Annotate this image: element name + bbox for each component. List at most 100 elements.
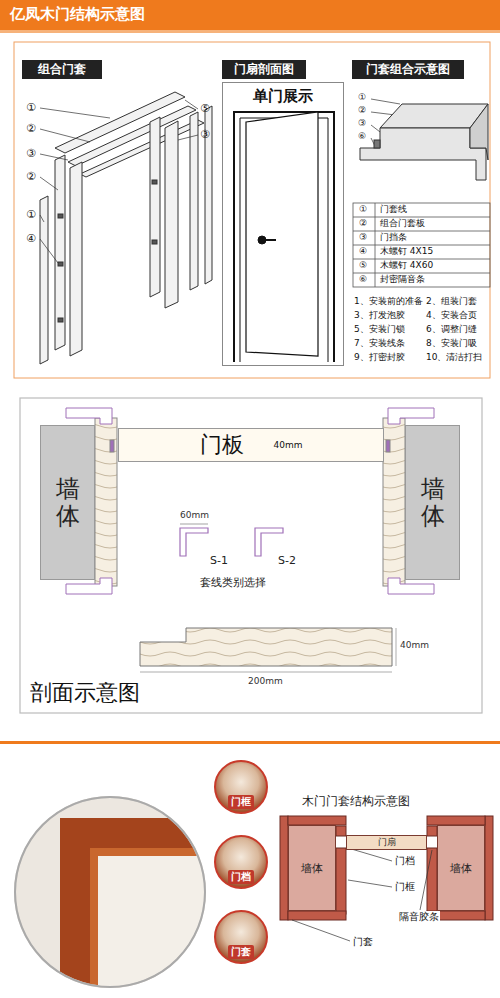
single-door-part (246, 112, 318, 356)
node-text: 门扇剖面图 (234, 61, 294, 78)
door-jamb-section-part (388, 578, 434, 594)
leader-line-part (40, 129, 90, 142)
leader-line (40, 99, 420, 263)
table-cell: ⑥ (359, 274, 367, 285)
part-label: 剖面示意图 (30, 680, 140, 706)
door-leaf: 门扇 (346, 835, 427, 850)
table-cell: 木螺钉 4X60 (380, 260, 433, 271)
node-text: 门框 (228, 795, 254, 809)
callout-number: ② (358, 105, 366, 116)
door-frame-exploded-part (190, 112, 198, 290)
frame-structure-part (288, 911, 346, 920)
node-text: 门档 (228, 870, 254, 884)
door-corner-photo-part (90, 848, 220, 856)
door-frame-exploded (40, 92, 212, 364)
dimension-label: 40mm (400, 640, 429, 651)
frame-structure-part (427, 816, 485, 825)
callout-number: ③ (358, 118, 366, 129)
door-corner-photo-part (15, 797, 205, 987)
door-frame-exploded-part (150, 117, 160, 297)
node-text: 墙体 (301, 861, 323, 876)
door-jamb-section-part (386, 440, 390, 452)
board-section-part (140, 628, 392, 666)
frame-structure-part (485, 816, 493, 920)
node-text: 门板 (200, 430, 244, 460)
frame-assembly-part (374, 140, 380, 148)
step-note: 10、清洁打扫 (426, 352, 482, 363)
frame-assembly-part (360, 128, 486, 180)
door-frame-exploded-part (55, 155, 65, 350)
door-jamb-section-part (388, 408, 434, 424)
door-corner-photo-part (60, 818, 90, 998)
part-label: 门档 (394, 855, 416, 867)
callout-number: ④ (26, 232, 36, 245)
node-text: 单门展示 (253, 87, 313, 106)
dimension-label: S-1 (210, 554, 228, 567)
table-cell: 封密隔音条 (380, 274, 425, 285)
door-frame-exploded-part (152, 240, 157, 244)
parts-table (353, 203, 490, 287)
frame-structure-part (427, 848, 437, 914)
trim-profiles-part (255, 528, 283, 556)
door-frame-exploded-part (58, 214, 63, 218)
page-title: 亿凤木门结构示意图 (10, 5, 145, 24)
leader-line-part (40, 215, 44, 222)
frame-structure-part (336, 826, 346, 836)
step-note: 4、安装合页 (426, 310, 477, 321)
door-frame-exploded-part (40, 196, 48, 364)
step-note: 3、打发泡胶 (354, 310, 405, 321)
node-text: 40mm (274, 440, 303, 450)
leader-line-part (348, 880, 392, 887)
step-note: 8、安装门吸 (426, 338, 477, 349)
door-jamb-section-part (66, 578, 112, 594)
wall-block: 墙体 (437, 825, 485, 911)
frame-structure-part (280, 816, 288, 920)
table-cell: 木螺钉 4X15 (380, 246, 433, 257)
trim-profiles (180, 524, 283, 556)
frame-structure-part (336, 848, 346, 914)
leader-line-part (40, 154, 68, 160)
step-note: 2、组装门套 (426, 296, 477, 307)
callout-number: ③ (26, 147, 36, 160)
dimension-label: 套线类别选择 (200, 576, 266, 589)
door-frame-exploded-part (58, 262, 63, 266)
callout-number: ② (26, 170, 36, 183)
node-text: 门套组合示意图 (366, 61, 450, 78)
wall-block: 墙体 (405, 425, 460, 580)
detail-circle: 门框 (214, 760, 268, 814)
header-bar-part (0, 0, 500, 30)
bottom-divider (0, 741, 500, 744)
frame-assembly-part (470, 104, 488, 160)
door-jamb-section-part (383, 418, 405, 586)
step-note: 7、安装线条 (354, 338, 405, 349)
detail-circle: 门档 (214, 835, 268, 889)
step-note: 9、打密封胶 (354, 352, 405, 363)
step-note: 6、调整门缝 (426, 324, 477, 335)
wall-block: 墙体 (40, 425, 95, 580)
callout-number: ① (26, 101, 36, 114)
parts-table-part (353, 273, 490, 274)
frame-structure-part (427, 826, 437, 836)
table-cell: ② (359, 218, 367, 229)
part-label: 隔音胶条 (398, 911, 440, 923)
section-tab: 门扇剖面图 (222, 60, 306, 79)
table-cell: ④ (359, 246, 367, 257)
step-note: 5、安装门锁 (354, 324, 405, 335)
table-cell: 门套线 (380, 204, 407, 215)
door-jamb-section-part (110, 440, 114, 452)
parts-table-part (353, 245, 490, 246)
wall-block: 墙体 (288, 825, 336, 911)
leader-line-part (40, 239, 58, 263)
callout-number: ② (26, 122, 36, 135)
frame-assembly-part (380, 104, 488, 128)
header-bar-part (0, 30, 500, 33)
door-frame-exploded-part (152, 180, 157, 184)
leader-line-part (40, 108, 110, 118)
callout-number: ① (358, 92, 366, 103)
detail-circle: 门套 (214, 910, 268, 964)
board-section-part (396, 628, 397, 666)
step-note: 1、安装前的准备 (354, 296, 423, 307)
door-board: 门板 40mm (118, 428, 384, 462)
table-cell: 组合门套板 (380, 218, 425, 229)
